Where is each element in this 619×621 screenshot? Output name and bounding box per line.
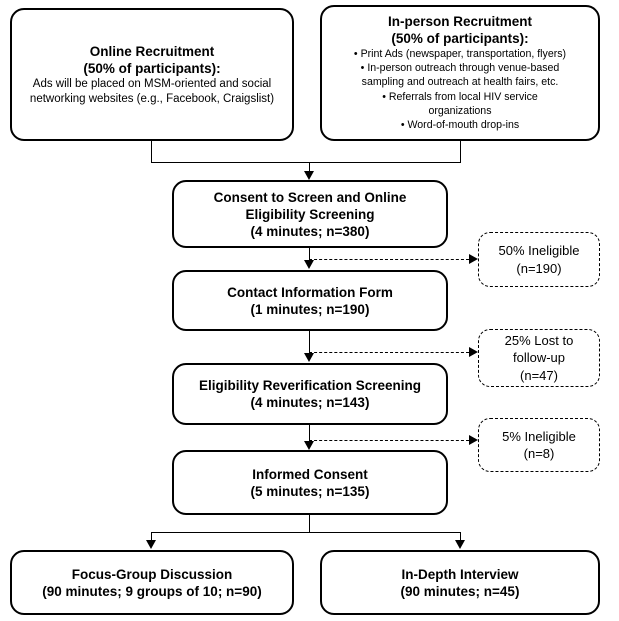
connector-informed-to-split [309,515,310,533]
reverification-title: Eligibility Reverification Screening [198,378,422,393]
consent-to-screen-detail: (4 minutes; n=380) [250,223,370,239]
inperson-recruitment-bullets: • Print Ads (newspaper, transportation, … [328,47,592,132]
connector-exclusion-3 [309,440,469,441]
connector-outcome-split-bar [151,532,461,533]
online-recruitment-body: Ads will be placed on MSM-oriented and s… [29,77,275,105]
arrow-consent-to-contact [304,260,314,269]
bullet-item: organizations [428,104,492,117]
connector-exclusion-2 [309,352,469,353]
node-in-depth-interview[interactable]: In-Depth Interview (90 minutes; n=45) [320,550,600,615]
reverification-detail: (4 minutes; n=143) [250,395,370,410]
node-focus-group-discussion[interactable]: Focus-Group Discussion (90 minutes; 9 gr… [10,550,294,615]
connector-contact-to-reverification [309,331,310,354]
node-eligibility-reverification[interactable]: Eligibility Reverification Screening (4 … [172,363,448,425]
connector-online-drop [151,141,152,163]
connector-exclusion-1 [309,259,469,260]
contact-form-detail: (1 minutes; n=190) [250,301,370,317]
focus-group-title: Focus-Group Discussion [71,566,233,582]
interview-detail: (90 minutes; n=45) [400,583,520,599]
focus-group-detail: (90 minutes; 9 groups of 10; n=90) [42,583,262,599]
node-contact-information-form[interactable]: Contact Information Form (1 minutes; n=1… [172,270,448,331]
connector-merge-bar [151,162,461,163]
interview-title: In-Depth Interview [401,566,519,582]
arrow-reverification-to-informed [304,441,314,450]
arrow-split-to-focus-group [146,540,156,549]
arrow-exclusion-1 [469,254,478,264]
arrow-contact-to-reverification [304,353,314,362]
arrow-split-to-interview [455,540,465,549]
node-exclusion-lost-to-followup[interactable]: 25% Lost to follow-up (n=47) [478,329,600,387]
bullet-item: • Referrals from local HIV service [382,90,538,103]
bullet-item: • Word-of-mouth drop-ins [400,119,520,132]
online-recruitment-subtitle: (50% of participants): [83,60,221,76]
contact-form-title: Contact Information Form [227,284,393,300]
node-consent-to-screen[interactable]: Consent to Screen and Online Eligibility… [172,180,448,248]
node-exclusion-ineligible-50[interactable]: 50% Ineligible (n=190) [478,232,600,287]
node-online-recruitment[interactable]: Online Recruitment (50% of participants)… [10,8,294,141]
connector-reverification-to-informed [309,425,310,442]
node-exclusion-ineligible-5[interactable]: 5% Ineligible (n=8) [478,418,600,472]
arrow-merge-to-consent [304,171,314,180]
inperson-recruitment-title: In-person Recruitment [387,14,533,29]
connector-inperson-drop [460,141,461,163]
informed-consent-title: Informed Consent [252,466,368,482]
inperson-recruitment-subtitle: (50% of participants): [391,31,529,46]
connector-merge-to-consent [309,162,310,172]
connector-split-to-focus-group [151,532,152,541]
consent-to-screen-title: Consent to Screen and Online Eligibility… [213,189,407,222]
connector-split-to-interview [460,532,461,541]
node-informed-consent[interactable]: Informed Consent (5 minutes; n=135) [172,450,448,515]
bullet-item: • Print Ads (newspaper, transportation, … [353,48,567,60]
bullet-item: • In-person outreach through venue-based [360,62,560,75]
node-inperson-recruitment[interactable]: In-person Recruitment (50% of participan… [320,5,600,141]
informed-consent-detail: (5 minutes; n=135) [250,483,370,499]
online-recruitment-title: Online Recruitment [89,43,215,59]
arrow-exclusion-2 [469,347,478,357]
connector-consent-to-contact [309,248,310,261]
arrow-exclusion-3 [469,435,478,445]
bullet-item: sampling and outreach at health fairs, e… [361,76,559,89]
